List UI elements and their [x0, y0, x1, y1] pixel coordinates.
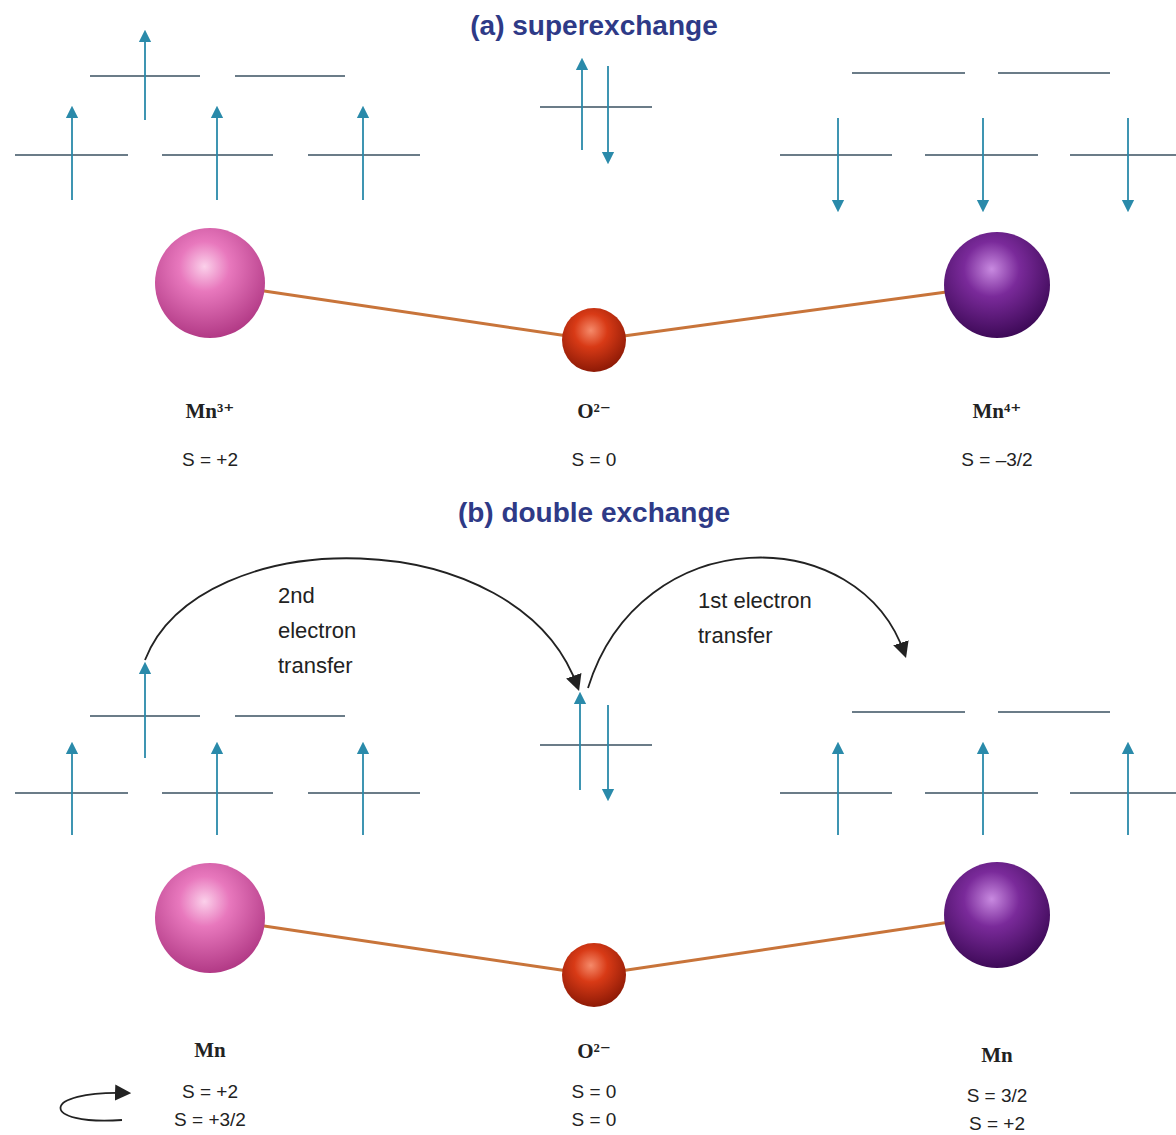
atom-sphere — [560, 306, 628, 374]
atom-sphere — [153, 226, 267, 340]
atom-node: Mn³⁺ S = +2 — [90, 228, 330, 475]
spin-label: S = +2 — [90, 449, 330, 471]
ion-label: O²⁻ — [474, 398, 714, 424]
atom-ball — [155, 863, 265, 973]
atom-node: O²⁻ S = 0 S = 0 — [474, 943, 714, 1135]
edge-label: 2nd electron transfer — [278, 578, 398, 683]
atom-ball — [562, 308, 626, 372]
electron-transfer-arrow — [145, 558, 578, 688]
spin-label: S = +2 — [90, 1081, 330, 1103]
spin-label: S = 0 — [474, 449, 714, 471]
edge-label: 1st electron transfer — [698, 583, 818, 653]
atom-ball — [944, 862, 1050, 968]
atom-sphere — [153, 861, 267, 975]
atom-node: O²⁻ S = 0 — [474, 308, 714, 475]
electron-transfer-arrow — [588, 558, 905, 688]
bond-line — [624, 292, 947, 336]
bond-line — [624, 923, 947, 971]
atom-sphere — [942, 860, 1052, 970]
atom-sphere — [560, 941, 628, 1009]
atom-ball — [562, 943, 626, 1007]
spin-label: S = 3/2 — [877, 1085, 1117, 1107]
atom-sphere — [942, 230, 1052, 340]
atom-ball — [155, 228, 265, 338]
atom-ball — [944, 232, 1050, 338]
ion-label: Mn — [877, 1043, 1117, 1068]
bond-line — [262, 291, 564, 336]
bond-line — [262, 926, 564, 971]
spin-label: S = –3/2 — [877, 449, 1117, 471]
section-heading: (a) superexchange — [470, 10, 717, 42]
atom-node: Mn S = +2 S = +3/2 — [90, 863, 330, 1135]
ion-label: O²⁻ — [474, 1038, 714, 1064]
ion-label: Mn⁴⁺ — [877, 398, 1117, 424]
section-heading: (b) double exchange — [458, 497, 730, 529]
atom-node: Mn⁴⁺ S = –3/2 — [877, 232, 1117, 475]
atom-node: Mn S = 3/2 S = +2 — [877, 862, 1117, 1135]
spin-label: S = +2 — [877, 1113, 1117, 1135]
spin-label: S = +3/2 — [90, 1109, 330, 1131]
ion-label: Mn — [90, 1038, 330, 1063]
spin-label: S = 0 — [474, 1109, 714, 1131]
spin-label: S = 0 — [474, 1081, 714, 1103]
ion-label: Mn³⁺ — [90, 398, 330, 424]
